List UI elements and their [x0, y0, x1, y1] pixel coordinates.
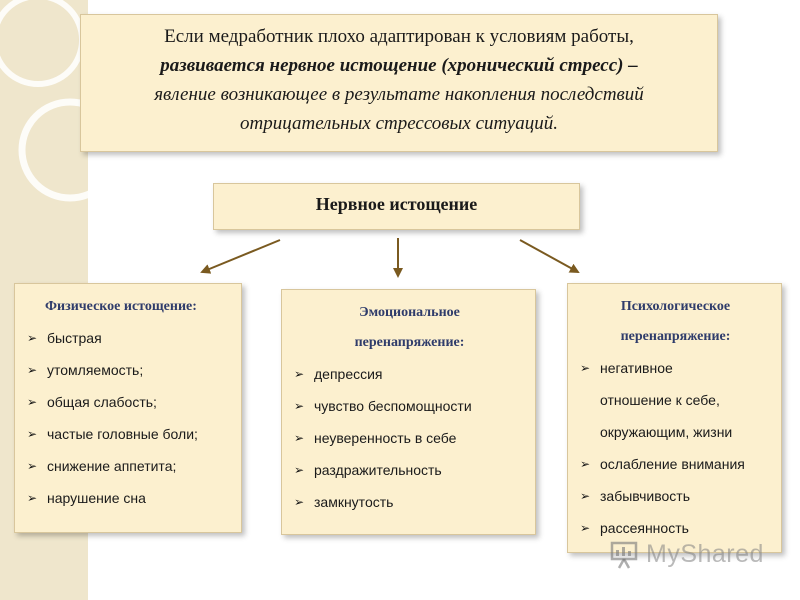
arrow-bullet-icon: ➢ [580, 361, 591, 375]
physical-exhaustion-title: Физическое истощение: [45, 299, 197, 314]
list-item: ➢снижение аппетита; [27, 450, 231, 482]
emotional-strain-box: Эмоциональное перенапряжение: ➢депрессия… [281, 289, 536, 535]
list-item: ➢ослабление внимания [580, 448, 771, 480]
arrow-bullet-icon: ➢ [294, 399, 305, 413]
arrow-bullet-icon: ➢ [580, 457, 591, 471]
physical-exhaustion-box: Физическое истощение: ➢быстрая ➢утомляем… [14, 283, 242, 533]
arrow-bullet-icon: ➢ [294, 431, 305, 445]
arrow-bullet-icon: ➢ [27, 427, 38, 441]
arrow-bullet-icon: ➢ [27, 459, 38, 473]
psychological-strain-box: Психологическое перенапряжение: ➢ негати… [567, 283, 782, 553]
intro-line-3: явление возникающее в результате накопле… [154, 84, 644, 105]
central-concept-label: Нервное истощение [315, 194, 478, 214]
list-item: ➢частые головные боли; [27, 418, 231, 450]
intro-line-1: Если медработник плохо адаптирован к усл… [164, 26, 634, 47]
list-item: ➢замкнутость [294, 486, 525, 518]
central-concept-box: Нервное истощение [213, 183, 580, 230]
psychological-strain-title-line-2: перенапряжение: [620, 329, 731, 344]
list-item: ➢рассеянность [580, 512, 771, 544]
psychological-strain-title-line-1: Психологическое [620, 299, 731, 314]
emotional-strain-list: ➢депрессия ➢чувство беспомощности ➢неуве… [294, 358, 525, 518]
arrow-bullet-icon: ➢ [294, 463, 305, 477]
arrow-right [519, 239, 580, 273]
intro-box: Если медработник плохо адаптирован к усл… [80, 14, 718, 152]
list-item: ➢забывчивость [580, 480, 771, 512]
emotional-strain-title-line-2: перенапряжение: [354, 335, 465, 350]
psychological-strain-title: Психологическое перенапряжение: [580, 292, 771, 352]
physical-exhaustion-list: ➢быстрая ➢утомляемость; ➢общая слабость;… [27, 322, 231, 514]
list-item: ➢общая слабость; [27, 386, 231, 418]
arrow-bullet-icon: ➢ [27, 491, 38, 505]
arrow-bullet-icon: ➢ [580, 489, 591, 503]
item-line: окружающим, жизни [600, 424, 733, 440]
list-item: ➢ негативное отношение к себе, окружающи… [580, 352, 771, 448]
list-item: ➢нарушение сна [27, 482, 231, 514]
list-item: ➢неуверенность в себе [294, 422, 525, 454]
item-line: отношение к себе, [600, 392, 720, 408]
list-item: ➢раздражительность [294, 454, 525, 486]
arrow-bullet-icon: ➢ [580, 521, 591, 535]
psychological-strain-list: ➢ негативное отношение к себе, окружающи… [580, 352, 771, 544]
arrow-left [200, 239, 281, 274]
arrow-bullet-icon: ➢ [27, 363, 38, 377]
presentation-board-icon [610, 541, 638, 569]
intro-line-2: развивается нервное истощение (хроническ… [160, 55, 638, 76]
list-item: ➢утомляемость; [27, 354, 231, 386]
watermark-text: MyShared [646, 540, 764, 568]
intro-line-4: отрицательных стрессовых ситуаций. [240, 113, 558, 134]
arrow-bullet-icon: ➢ [294, 367, 305, 381]
emotional-strain-title: Эмоциональное перенапряжение: [294, 298, 525, 358]
list-item: ➢чувство беспомощности [294, 390, 525, 422]
list-item: ➢депрессия [294, 358, 525, 390]
arrow-bullet-icon: ➢ [27, 331, 38, 345]
list-item: ➢быстрая [27, 322, 231, 354]
arrow-bullet-icon: ➢ [27, 395, 38, 409]
emotional-strain-title-line-1: Эмоциональное [359, 305, 460, 320]
arrow-bullet-icon: ➢ [294, 495, 305, 509]
item-line: негативное [600, 360, 673, 376]
